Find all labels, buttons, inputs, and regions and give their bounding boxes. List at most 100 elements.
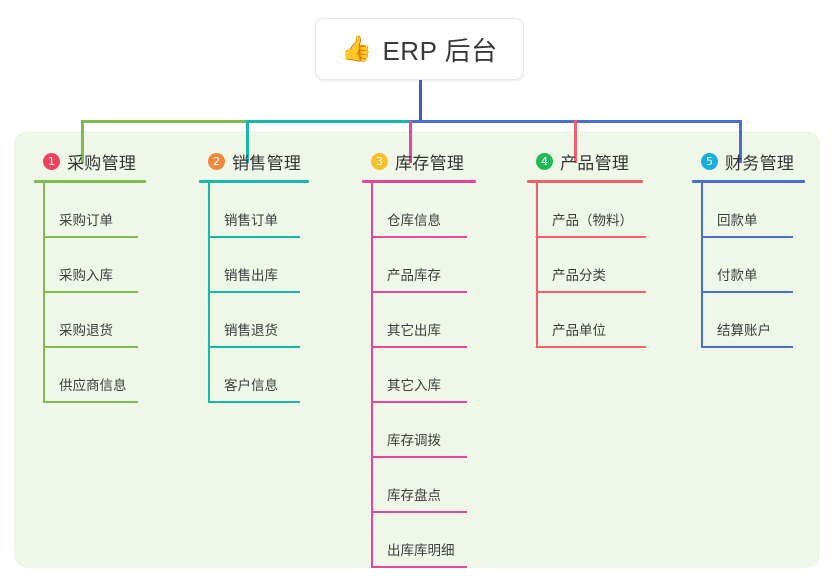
leaf-label: 采购订单 [59,213,113,228]
branch-header-2[interactable]: 2 销售管理 [199,148,349,174]
leaf-label: 销售出库 [224,268,278,283]
branch-bar-2 [246,120,409,123]
number-badge-1: 1 [43,152,60,170]
leaf-label: 其它出库 [387,323,441,338]
branch-underline-3 [362,180,476,183]
leaf-label: 采购入库 [59,268,113,283]
leaf-label: 仓库信息 [387,213,441,228]
leaf-underline [701,291,793,293]
number-badge-5: 5 [701,152,718,170]
branch-title-5: 财务管理 [725,153,795,173]
leaf-label: 结算账户 [717,323,771,338]
root-node-content: 👍 ERP 后台 [341,31,497,68]
leaf-node[interactable]: 出库库明细 [362,513,516,568]
leaf-node[interactable]: 销售退货 [199,293,349,348]
leaf-node[interactable]: 其它出库 [362,293,516,348]
leaf-underline [536,346,646,348]
branch-column-财务管理[interactable]: 5 财务管理回款单付款单结算账户 [692,148,839,348]
leaf-label: 产品单位 [552,323,606,338]
leaf-node[interactable]: 客户信息 [199,348,349,403]
leaf-node[interactable]: 库存盘点 [362,458,516,513]
branch-header-5[interactable]: 5 财务管理 [692,148,839,174]
branch-drop-2 [246,120,249,163]
leaf-node[interactable]: 产品分类 [527,238,683,293]
leaf-underline [536,236,646,238]
leaf-node[interactable]: 产品单位 [527,293,683,348]
leaf-underline [371,456,467,458]
leaf-underline [43,401,138,403]
leaf-node[interactable]: 销售订单 [199,183,349,238]
branch-spine-3 [371,183,373,568]
branch-underline-1 [34,180,146,183]
leaf-underline [43,346,138,348]
leaf-node[interactable]: 其它入库 [362,348,516,403]
leaf-node[interactable]: 产品库存 [362,238,516,293]
leaf-underline [701,346,793,348]
leaf-underline [371,566,467,568]
branch-column-销售管理[interactable]: 2 销售管理销售订单销售出库销售退货客户信息 [199,148,349,403]
leaf-list-1: 采购订单采购入库采购退货供应商信息 [34,183,186,403]
leaf-underline [208,401,300,403]
leaf-node[interactable]: 采购订单 [34,183,186,238]
leaf-node[interactable]: 供应商信息 [34,348,186,403]
leaf-label: 出库库明细 [387,543,455,558]
leaf-list-2: 销售订单销售出库销售退货客户信息 [199,183,349,403]
branch-column-采购管理[interactable]: 1 采购管理采购订单采购入库采购退货供应商信息 [34,148,186,403]
leaf-label: 销售退货 [224,323,278,338]
root-stem [419,80,422,121]
branch-drop-3 [409,120,412,163]
thumbs-up-icon: 👍 [341,34,373,63]
leaf-list-3: 仓库信息产品库存其它出库其它入库库存调拨库存盘点出库库明细 [362,183,516,568]
leaf-label: 库存盘点 [387,488,441,503]
root-title: ERP 后台 [382,35,498,66]
leaf-underline [208,236,300,238]
branch-title-3: 库存管理 [395,153,465,173]
leaf-underline [43,291,138,293]
leaf-node[interactable]: 销售出库 [199,238,349,293]
leaf-underline [371,401,467,403]
branch-drop-4 [574,120,577,163]
branch-underline-4 [527,180,643,183]
leaf-label: 产品分类 [552,268,606,283]
branch-header-3[interactable]: 3 库存管理 [362,148,516,174]
leaf-underline [43,236,138,238]
branch-header-1[interactable]: 1 采购管理 [34,148,186,174]
branch-title-2: 销售管理 [232,153,302,173]
branch-spine-5 [701,183,703,348]
branch-spine-4 [536,183,538,348]
number-badge-3: 3 [371,152,388,170]
branch-spine-1 [43,183,45,403]
leaf-label: 库存调拨 [387,433,441,448]
leaf-underline [371,291,467,293]
branch-drop-5 [739,120,742,163]
number-badge-2: 2 [208,152,225,170]
leaf-underline [371,346,467,348]
branch-title-1: 采购管理 [67,153,137,173]
leaf-underline [371,511,467,513]
leaf-node[interactable]: 库存调拨 [362,403,516,458]
leaf-node[interactable]: 付款单 [692,238,839,293]
leaf-label: 客户信息 [224,378,278,393]
leaf-node[interactable]: 产品（物料） [527,183,683,238]
leaf-underline [701,236,793,238]
leaf-node[interactable]: 仓库信息 [362,183,516,238]
leaf-node[interactable]: 回款单 [692,183,839,238]
leaf-node[interactable]: 采购入库 [34,238,186,293]
branch-underline-5 [692,180,805,183]
leaf-label: 产品（物料） [552,213,633,228]
leaf-node[interactable]: 采购退货 [34,293,186,348]
leaf-node[interactable]: 结算账户 [692,293,839,348]
leaf-list-5: 回款单付款单结算账户 [692,183,839,348]
leaf-label: 其它入库 [387,378,441,393]
leaf-label: 采购退货 [59,323,113,338]
leaf-underline [208,291,300,293]
branch-bar-1 [81,120,246,123]
number-badge-4: 4 [536,152,553,170]
branch-column-库存管理[interactable]: 3 库存管理仓库信息产品库存其它出库其它入库库存调拨库存盘点出库库明细 [362,148,516,568]
leaf-list-4: 产品（物料） 产品分类产品单位 [527,183,683,348]
root-node[interactable]: 👍 ERP 后台 [315,18,524,80]
leaf-underline [371,236,467,238]
